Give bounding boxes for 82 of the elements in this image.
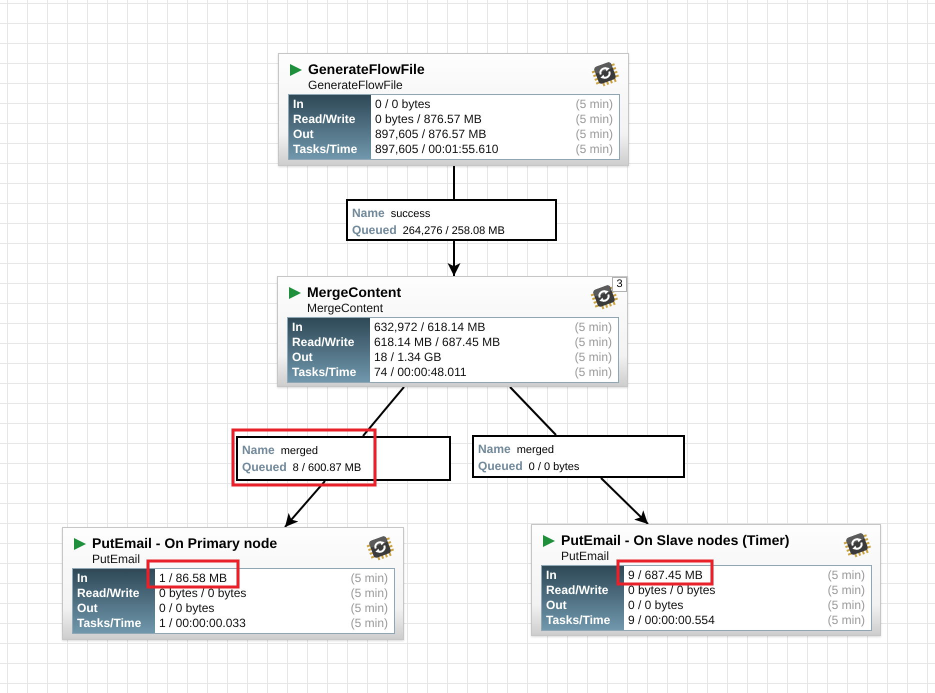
connector-line <box>509 386 557 436</box>
field-value: success <box>390 208 430 220</box>
processor-type: PutEmail <box>92 552 140 566</box>
stat-period: (5 min) <box>350 571 388 586</box>
stat-period: (5 min) <box>576 97 613 112</box>
processor-box <box>62 527 404 640</box>
stat-label: Tasks/Time <box>293 142 358 157</box>
stat-label: In <box>546 568 558 583</box>
field-label: Name <box>242 443 275 457</box>
connector-line <box>453 166 455 199</box>
stat-period: (5 min) <box>574 335 612 350</box>
arrow <box>600 477 649 525</box>
stat-label: Tasks/Time <box>77 616 142 631</box>
stat-period: (5 min) <box>574 320 612 335</box>
processor-name: MergeContent <box>307 284 402 300</box>
stat-value: 632,972 / 618.14 MB <box>374 320 486 335</box>
stat-label: Read/Write <box>292 335 356 350</box>
processor-name: PutEmail - On Slave nodes (Timer) <box>561 532 790 548</box>
stat-value: 0 bytes / 0 bytes <box>628 583 716 598</box>
field-value: 264,276 / 258.08 MB <box>402 225 505 237</box>
stat-value: 0 bytes / 876.57 MB <box>375 112 482 127</box>
processor-name: PutEmail - On Primary node <box>92 535 278 551</box>
stat-period: (5 min) <box>576 127 613 142</box>
stat-value: 0 / 0 bytes <box>375 97 430 112</box>
stat-label: Out <box>293 127 315 142</box>
connection-label-box <box>346 199 557 241</box>
processor-name: GenerateFlowFile <box>308 61 425 77</box>
field-label: Queued <box>242 460 287 474</box>
stat-period: (5 min) <box>828 598 865 613</box>
connector-line <box>362 386 405 437</box>
field-label: Queued <box>478 459 523 473</box>
stat-label: Tasks/Time <box>292 365 358 380</box>
stat-label: Read/Write <box>293 112 356 127</box>
field-label: Queued <box>352 223 397 237</box>
stat-value: 74 / 00:00:48.011 <box>374 365 467 380</box>
stat-period: (5 min) <box>350 616 388 631</box>
stat-value: 618.14 MB / 687.45 MB <box>374 335 500 350</box>
processor-box <box>531 524 881 636</box>
stat-value: 897,605 / 876.57 MB <box>375 127 486 142</box>
stat-value: 9 / 687.45 MB <box>628 568 703 583</box>
field-label: Name <box>352 206 385 220</box>
stat-label: Tasks/Time <box>546 613 612 628</box>
stat-period: (5 min) <box>828 613 865 628</box>
field-value: merged <box>516 444 554 456</box>
stat-period: (5 min) <box>350 586 388 601</box>
field-label: Name <box>478 442 511 456</box>
processor-type: PutEmail <box>561 549 610 563</box>
stat-label: In <box>292 320 304 335</box>
stat-label: Read/Write <box>546 583 610 598</box>
stat-label: In <box>293 97 305 112</box>
stat-label: Out <box>546 598 568 613</box>
arrow <box>448 241 460 276</box>
connection-label-box <box>236 436 451 481</box>
stat-value: 1 / 86.58 MB <box>159 571 228 586</box>
stat-value: 0 bytes / 0 bytes <box>159 586 246 601</box>
stat-value: 897,605 / 00:01:55.610 <box>375 142 498 157</box>
stat-label: Out <box>77 601 99 616</box>
stat-value: 1 / 00:00:00.033 <box>159 616 246 631</box>
stat-period: (5 min) <box>828 583 865 598</box>
processor-box <box>277 276 628 387</box>
stat-period: (5 min) <box>576 112 613 127</box>
stat-period: (5 min) <box>574 350 612 365</box>
stat-label: Out <box>292 350 314 365</box>
field-value: 8 / 600.87 MB <box>292 462 362 474</box>
stat-label: In <box>77 571 89 586</box>
stat-period: (5 min) <box>574 365 612 380</box>
count-badge: 3 <box>612 277 627 292</box>
field-value: 0 / 0 bytes <box>528 461 580 473</box>
processor-type: MergeContent <box>307 301 384 315</box>
stat-period: (5 min) <box>576 142 613 157</box>
stat-value: 0 / 0 bytes <box>159 601 214 616</box>
stat-value: 0 / 0 bytes <box>628 598 684 613</box>
stat-label: Read/Write <box>77 586 140 601</box>
connection-label-box <box>472 435 685 478</box>
stat-value: 9 / 00:00:00.554 <box>628 613 715 628</box>
stat-period: (5 min) <box>350 601 388 616</box>
stat-period: (5 min) <box>828 568 865 583</box>
arrow <box>284 480 326 528</box>
field-value: merged <box>280 445 318 457</box>
processor-box <box>278 53 629 166</box>
stat-value: 18 / 1.34 GB <box>374 350 442 365</box>
processor-type: GenerateFlowFile <box>308 78 403 92</box>
